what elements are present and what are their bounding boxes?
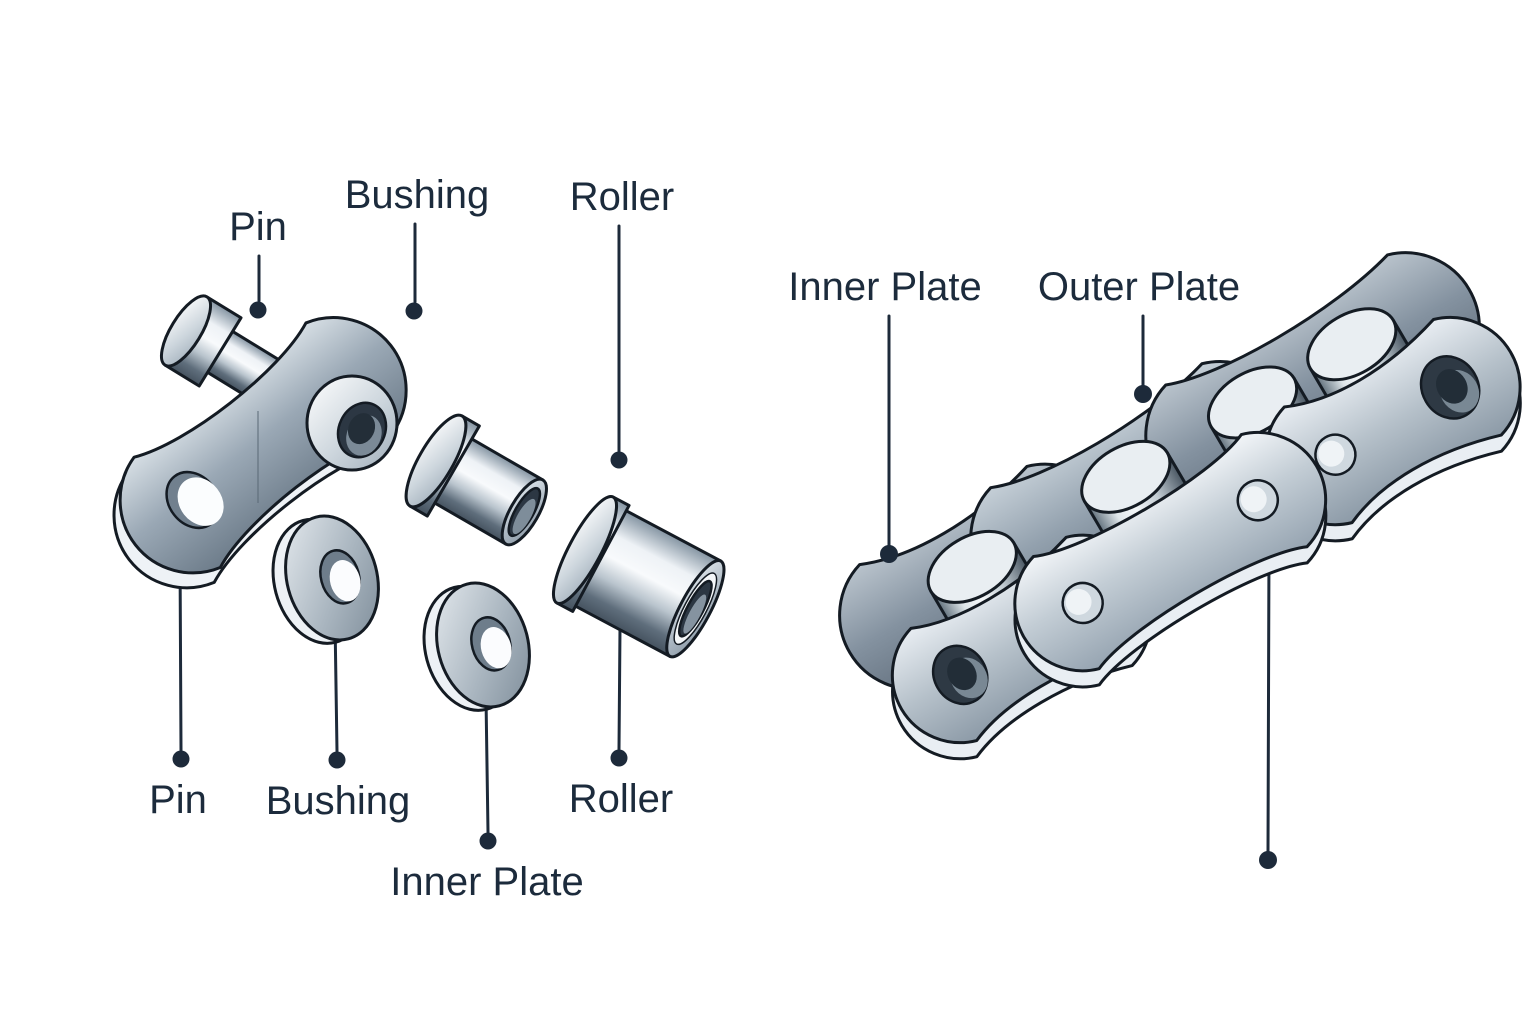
dot-bushing-bottom (328, 751, 346, 769)
roller-illustration (551, 494, 726, 659)
pin-end-face (1236, 479, 1280, 522)
label-roller-bottom: Roller (569, 777, 673, 821)
leader-inner-plate-bottom (484, 696, 490, 834)
bushing-illustration (404, 413, 548, 547)
label-bushing-bottom: Bushing (266, 779, 411, 823)
dot-inner-plate-bottom (479, 832, 497, 850)
labels: Pin Bushing Roller Pin Bushing Roller In… (149, 173, 1240, 904)
inner-plate-ring-illustration (422, 581, 531, 712)
label-inner-plate-bottom: Inner Plate (390, 860, 583, 904)
bushing-through-plate-illustration (305, 374, 399, 472)
label-inner-plate-assembled: Inner Plate (788, 265, 981, 309)
label-bushing-top: Bushing (345, 173, 490, 217)
dot-pin-top (249, 301, 267, 319)
chain-front-outer-plate (1013, 431, 1328, 689)
pin-end-face (1061, 581, 1104, 625)
dot-bushing-top (405, 302, 423, 320)
label-roller-top: Roller (570, 175, 674, 219)
label-pin-top: Pin (229, 205, 287, 249)
bushing-ring-illustration (271, 514, 380, 645)
exploded-view-illustration (112, 294, 726, 712)
dot-roller-bottom (610, 749, 628, 767)
chain-end-plate-right (1264, 316, 1522, 543)
dot-inner-plate-assembled (880, 545, 898, 563)
dot-unlabeled-assembled (1259, 851, 1277, 869)
leader-dots (172, 301, 1277, 869)
label-pin-bottom: Pin (149, 778, 207, 822)
chain-end-hole (1419, 355, 1481, 420)
chain-end-hole (931, 644, 989, 706)
leader-unlabeled-assembled (1266, 543, 1271, 853)
label-outer-plate-assembled: Outer Plate (1038, 265, 1240, 309)
dot-outer-plate-assembled (1134, 385, 1152, 403)
assembled-chain-illustration (838, 251, 1522, 761)
dot-roller-top (610, 451, 628, 469)
pin-end-face (1314, 433, 1357, 476)
dot-pin-bottom (172, 750, 190, 768)
leader-roller-bottom (617, 626, 622, 751)
